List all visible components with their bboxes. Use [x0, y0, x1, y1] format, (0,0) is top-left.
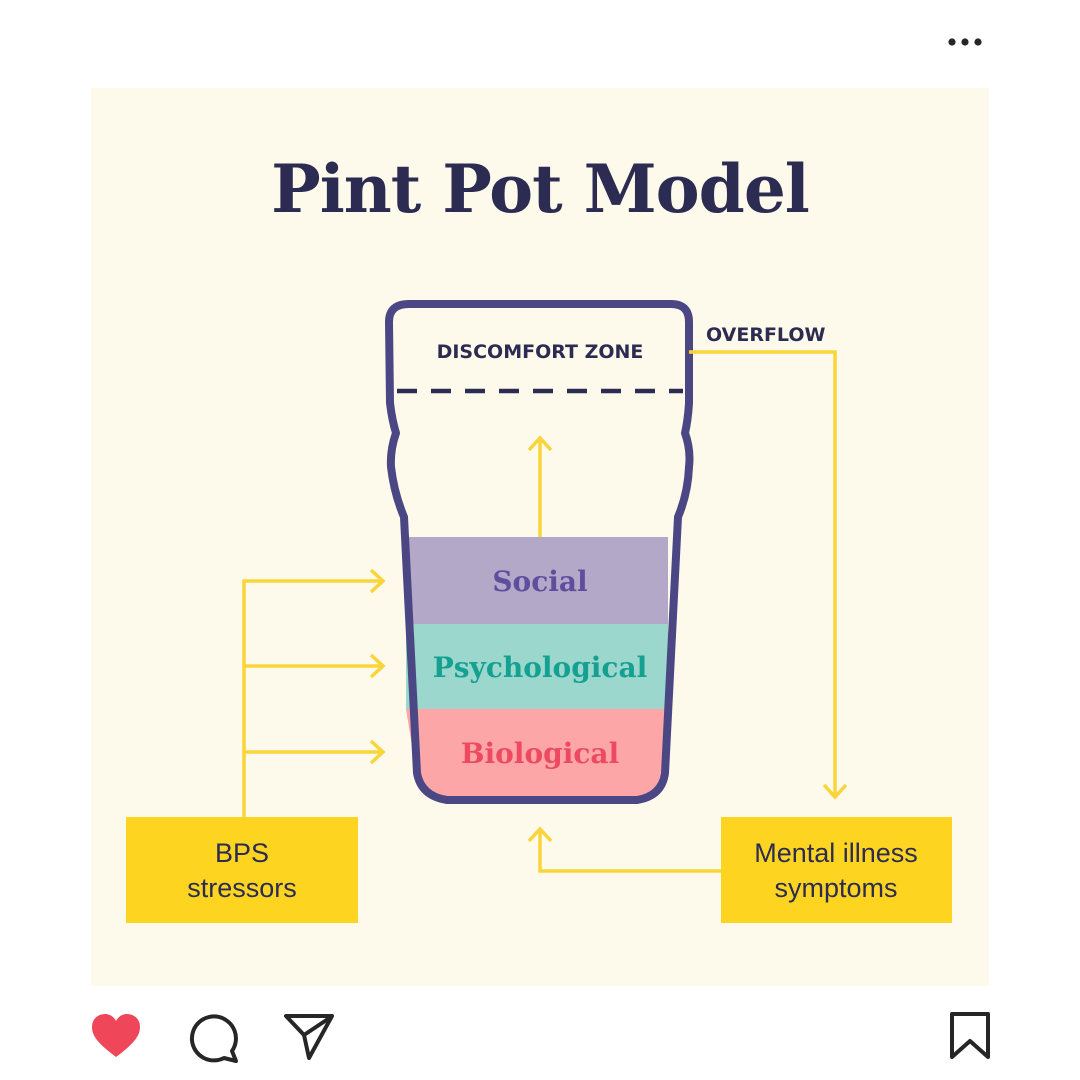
overflow-label: OVERFLOW: [706, 324, 826, 346]
pint-pot-diagram: Pint Pot Model DISCOMFORT ZONE Social Ps…: [126, 150, 952, 923]
layer-psychological-label: Psychological: [433, 651, 648, 684]
send-icon: [284, 1014, 334, 1060]
share-button[interactable]: [281, 1010, 337, 1062]
more-horizontal-icon: [948, 38, 982, 46]
like-button[interactable]: [88, 1010, 144, 1062]
bps-stressors-line1: BPS: [215, 838, 269, 868]
symptoms-line1: Mental illness: [754, 838, 918, 868]
bookmark-icon: [950, 1012, 990, 1059]
layer-biological: [406, 709, 668, 796]
rising-arrow: [527, 435, 553, 537]
diagram-title: Pint Pot Model: [271, 150, 809, 228]
comment-button[interactable]: [185, 1010, 241, 1066]
layer-psychological: [406, 624, 668, 710]
layer-biological-label: Biological: [461, 737, 619, 770]
feedback-arrow: [527, 826, 721, 873]
bps-stressors-box: BPS stressors: [126, 817, 358, 923]
post-action-bar: [0, 1000, 1080, 1080]
discomfort-zone-label: DISCOMFORT ZONE: [437, 341, 644, 363]
more-options-button[interactable]: [940, 28, 990, 56]
symptoms-line2: symptoms: [774, 873, 897, 903]
layer-social: [406, 537, 668, 625]
save-button[interactable]: [944, 1010, 996, 1062]
mental-illness-symptoms-box: Mental illness symptoms: [721, 817, 952, 923]
stressor-arrows: [242, 568, 386, 817]
pint-glass-outline: [385, 300, 694, 804]
bps-stressors-line2: stressors: [187, 873, 297, 903]
post-image: Pint Pot Model DISCOMFORT ZONE Social Ps…: [91, 88, 989, 986]
comment-icon: [189, 1014, 238, 1063]
heart-icon: [92, 1014, 140, 1057]
layer-social-label: Social: [492, 565, 587, 598]
overflow-arrow: [689, 350, 848, 800]
